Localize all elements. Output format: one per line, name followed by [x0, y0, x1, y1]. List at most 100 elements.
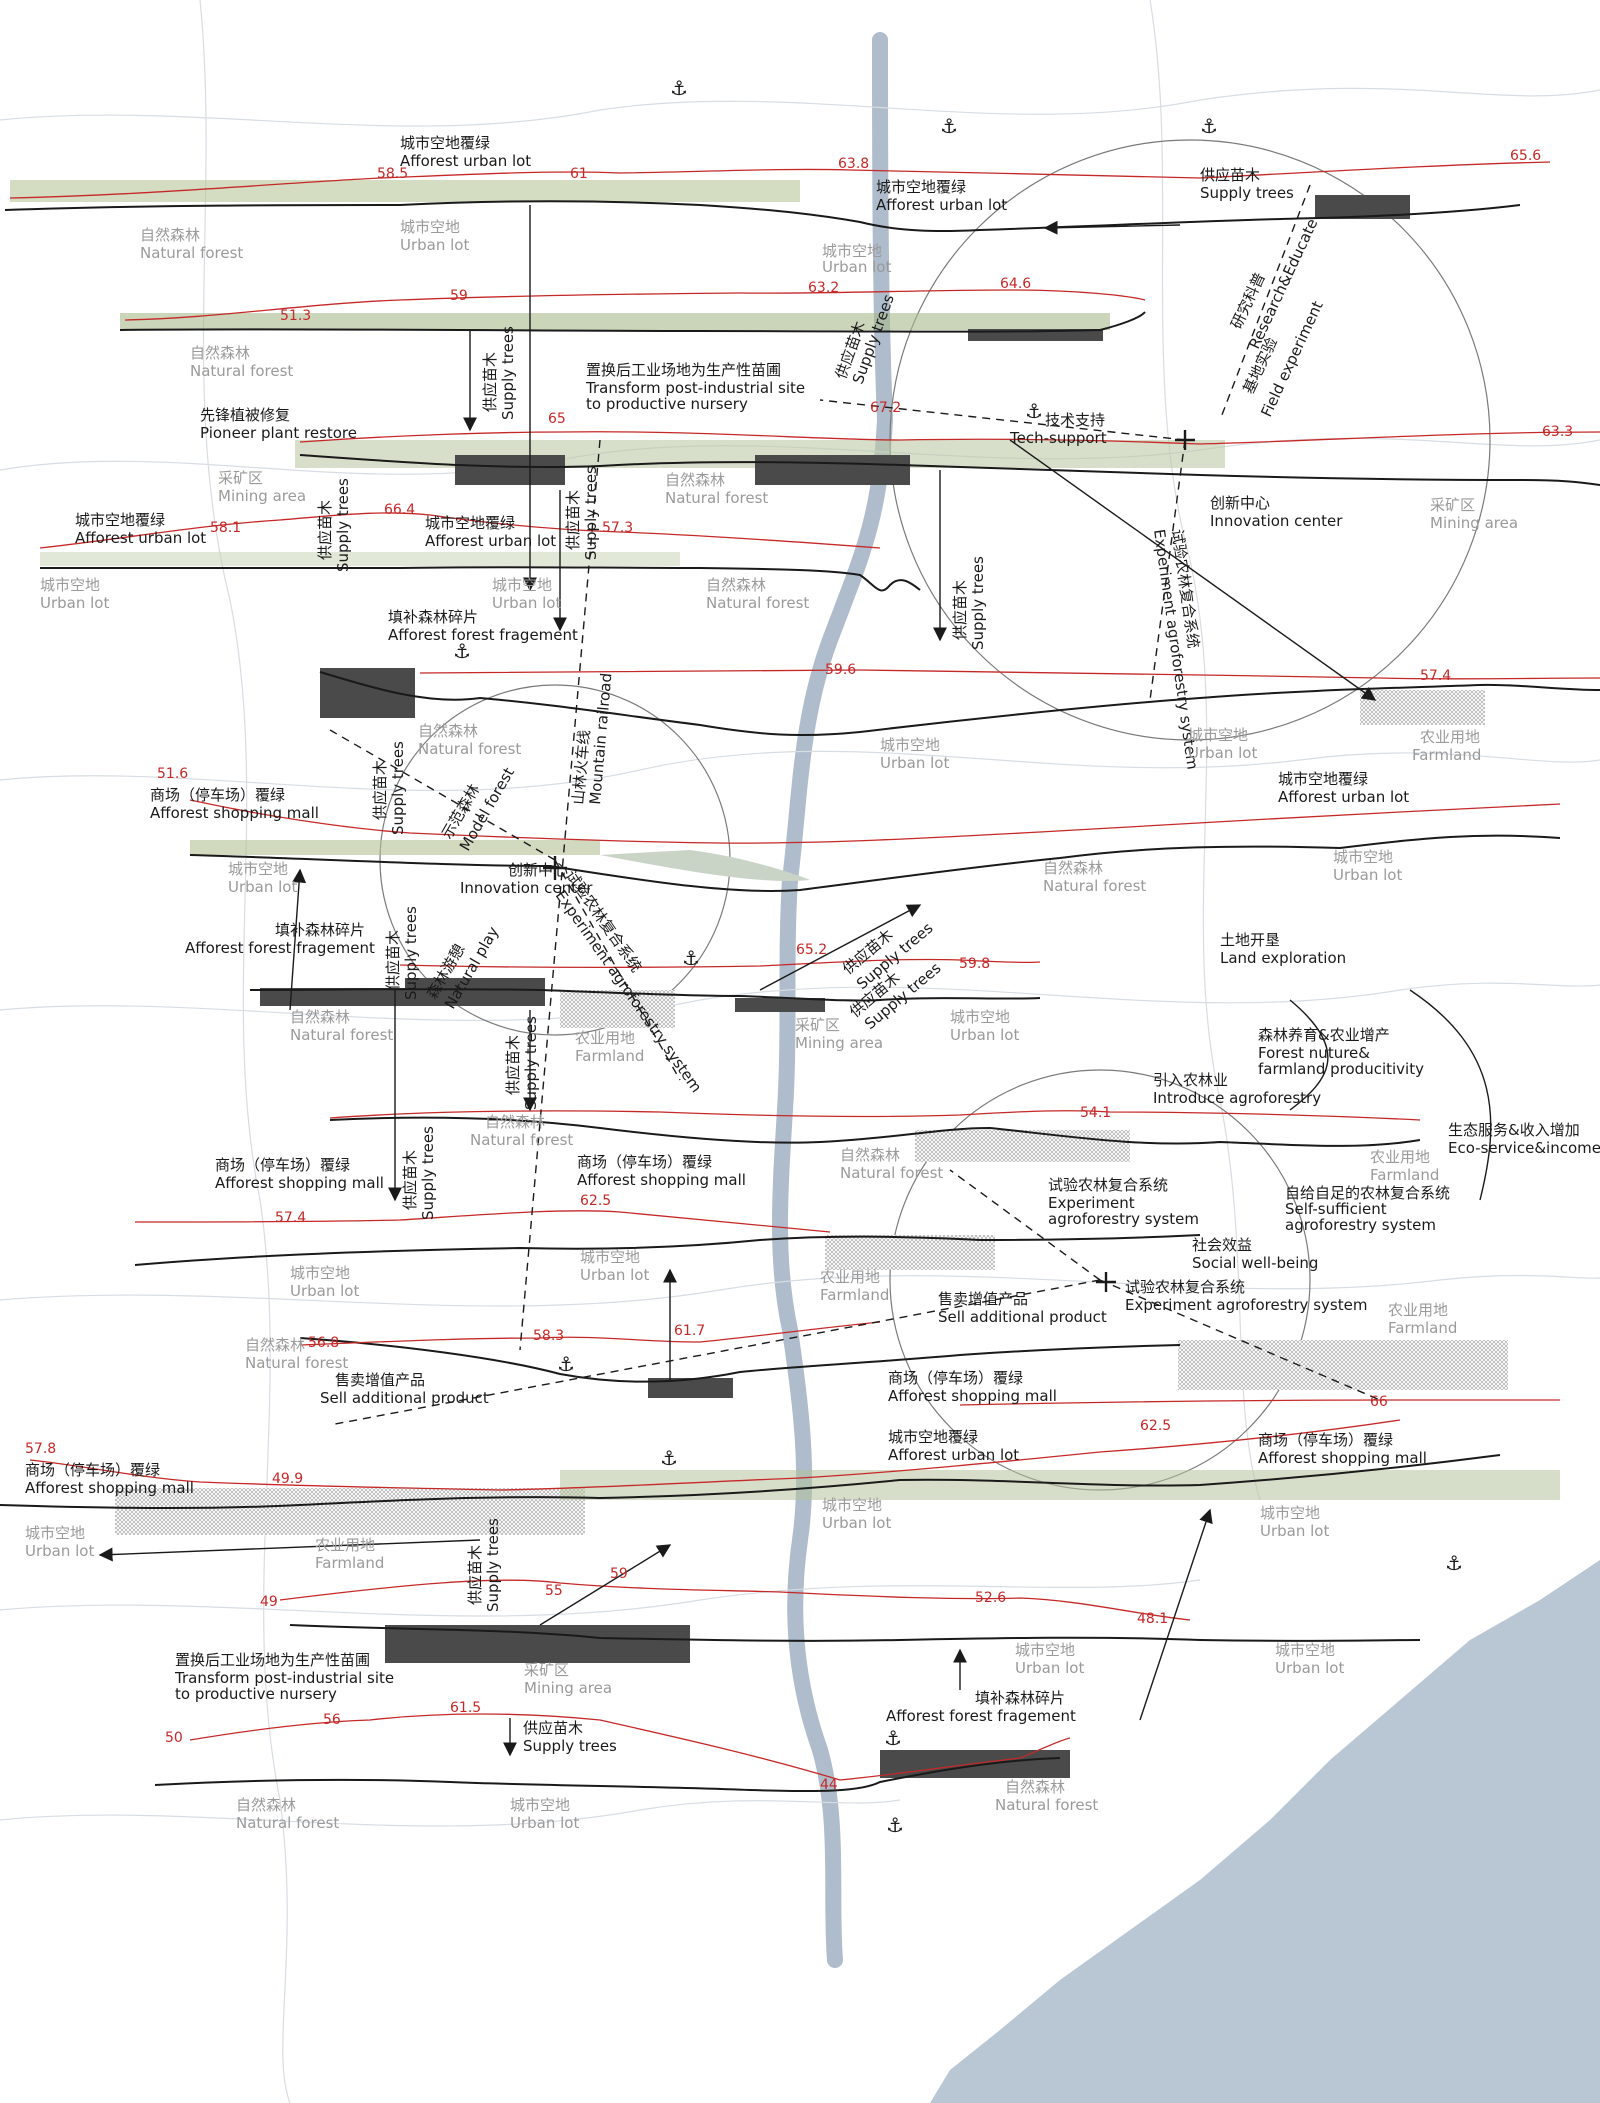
dark-foundation-block: [385, 1625, 690, 1663]
arrow-link: [1409, 989, 1492, 1201]
ground-profile: [0, 1454, 1501, 1510]
label-text: 供应苗木: [384, 930, 402, 990]
label-text: 技术支持: [1045, 411, 1105, 429]
label-text: Supply trees: [522, 1016, 540, 1110]
crosshair-icon: [1096, 1272, 1116, 1292]
section-row-7: [249, 958, 1041, 1028]
elevation-line: [959, 1399, 1560, 1406]
label-text: 售卖增值产品: [938, 1290, 1028, 1308]
label-text: 创新中心: [1210, 494, 1270, 512]
elevation-value: 65.6: [1510, 148, 1541, 164]
ground-profile: [4, 200, 1521, 233]
label-text: 农业用地: [315, 1536, 375, 1554]
label-text: Afforest shopping mall: [215, 1174, 384, 1192]
label-text: Afforest urban lot: [888, 1446, 1019, 1464]
label-text: Urban lot: [510, 1814, 579, 1832]
label-text: Natural forest: [840, 1164, 943, 1182]
vegetation-band: [120, 313, 1110, 330]
label-text: Urban lot: [290, 1282, 359, 1300]
label-text: Urban lot: [822, 1514, 891, 1532]
elevation-value: 56: [323, 1712, 341, 1728]
label-text: Urban lot: [228, 878, 297, 896]
label-text: 采矿区: [795, 1016, 840, 1034]
dark-foundation-block: [405, 978, 545, 1006]
label-text: Farmland: [1370, 1166, 1439, 1184]
label-text: 商场（停车场）覆绿: [25, 1461, 160, 1479]
label-text: 城市空地: [228, 860, 288, 878]
hatched-farmland: [560, 990, 675, 1028]
label-text: 自然森林: [706, 576, 766, 594]
arrow-link: [539, 1544, 672, 1626]
label-text: Sell additional product: [320, 1389, 489, 1407]
label-text: 自然森林: [190, 344, 250, 362]
water-pond: [600, 850, 810, 881]
arrow-link: [289, 868, 307, 1011]
elevation-value: 64.6: [1000, 276, 1031, 292]
label-text: Urban lot: [1260, 1522, 1329, 1540]
elevation-value: 57.8: [25, 1441, 56, 1457]
label-text: 农业用地: [820, 1268, 880, 1286]
vegetation-band: [40, 552, 680, 566]
anchor-icon: ⚓: [1445, 1551, 1463, 1575]
label-text: agroforestry system: [1048, 1210, 1199, 1228]
label-text: Natural forest: [140, 244, 243, 262]
dark-foundation-block: [755, 455, 910, 485]
elevation-value: 66: [1370, 1394, 1388, 1410]
label-text: Tech-support: [1009, 429, 1107, 447]
label-text: 自然森林: [140, 226, 200, 244]
label-text: 城市空地: [492, 576, 552, 594]
section-row-9: [134, 1210, 1201, 1270]
anchor-icon: ⚓: [682, 946, 700, 970]
elevation-value: 63.3: [1542, 424, 1573, 440]
label-text: Self-sufficient: [1285, 1200, 1387, 1218]
label-text: 商场（停车场）覆绿: [1258, 1431, 1393, 1449]
label-text: 创新中心: [508, 861, 568, 879]
label-text: 城市空地覆绿: [1278, 770, 1368, 788]
label-text: 采矿区: [218, 469, 263, 487]
label-text: 农业用地: [1370, 1148, 1430, 1166]
vegetation-band: [190, 840, 600, 855]
elevation-value: 59: [450, 288, 468, 304]
anchor-markers: ⚓ ⚓ ⚓ ⚓ ⚓ ⚓ ⚓ ⚓ ⚓ ⚓ ⚓: [453, 76, 1463, 1837]
grey-labels: 自然森林 Natural forest 城市空地 Urban lot 城市空地 …: [25, 218, 1518, 1832]
dashed-link: [819, 399, 1186, 441]
dashed-link: [1099, 1279, 1381, 1401]
label-text: 供应苗木: [523, 1719, 583, 1737]
dashed-link: [329, 1279, 1101, 1426]
section-row-2: [119, 289, 1146, 341]
ground-profile: [189, 834, 1561, 892]
elevation-line: [134, 1210, 831, 1233]
label-text: 采矿区: [524, 1661, 569, 1679]
label-text: 自然森林: [290, 1008, 350, 1026]
elevation-value: 57.4: [1420, 668, 1451, 684]
arrow-link: [1009, 439, 1377, 701]
section-row-11: [0, 1419, 1560, 1535]
label-text: 供应苗木: [504, 1035, 522, 1095]
elevation-value: 58.5: [377, 166, 408, 182]
anchor-icon: ⚓: [1200, 114, 1218, 138]
label-text: Supply trees: [499, 326, 517, 420]
coast-water: [930, 1560, 1600, 2103]
hatched-farmland: [825, 1235, 995, 1270]
label-text: to productive nursery: [175, 1685, 337, 1703]
elevation-value: 54.1: [1080, 1105, 1111, 1121]
label-text: Experiment: [1048, 1194, 1135, 1212]
elevation-value: 65: [548, 411, 566, 427]
elevation-value: 50: [165, 1730, 183, 1746]
label-text: 农业用地: [1388, 1301, 1448, 1319]
ground-profile: [289, 1624, 1421, 1642]
dark-labels: 城市空地覆绿 Afforest urban lot 城市空地覆绿 Affores…: [25, 134, 1600, 1755]
label-text: 生态服务&收入增加: [1448, 1121, 1580, 1139]
arrow-link: [759, 904, 922, 991]
crosshair-icon: [543, 856, 567, 880]
label-text: Forest nuture&: [1258, 1044, 1370, 1062]
dashed-link: [949, 1169, 1101, 1281]
label-text: 自然森林: [245, 1336, 305, 1354]
elevation-value: 51.3: [280, 308, 311, 324]
elevation-value: 63.8: [838, 156, 869, 172]
label-text: Sell additional product: [938, 1308, 1107, 1326]
label-text: Urban lot: [400, 236, 469, 254]
elevation-value: 62.5: [580, 1193, 611, 1209]
label-text: 供应苗木: [564, 490, 582, 550]
section-profiles: [0, 161, 1600, 1793]
